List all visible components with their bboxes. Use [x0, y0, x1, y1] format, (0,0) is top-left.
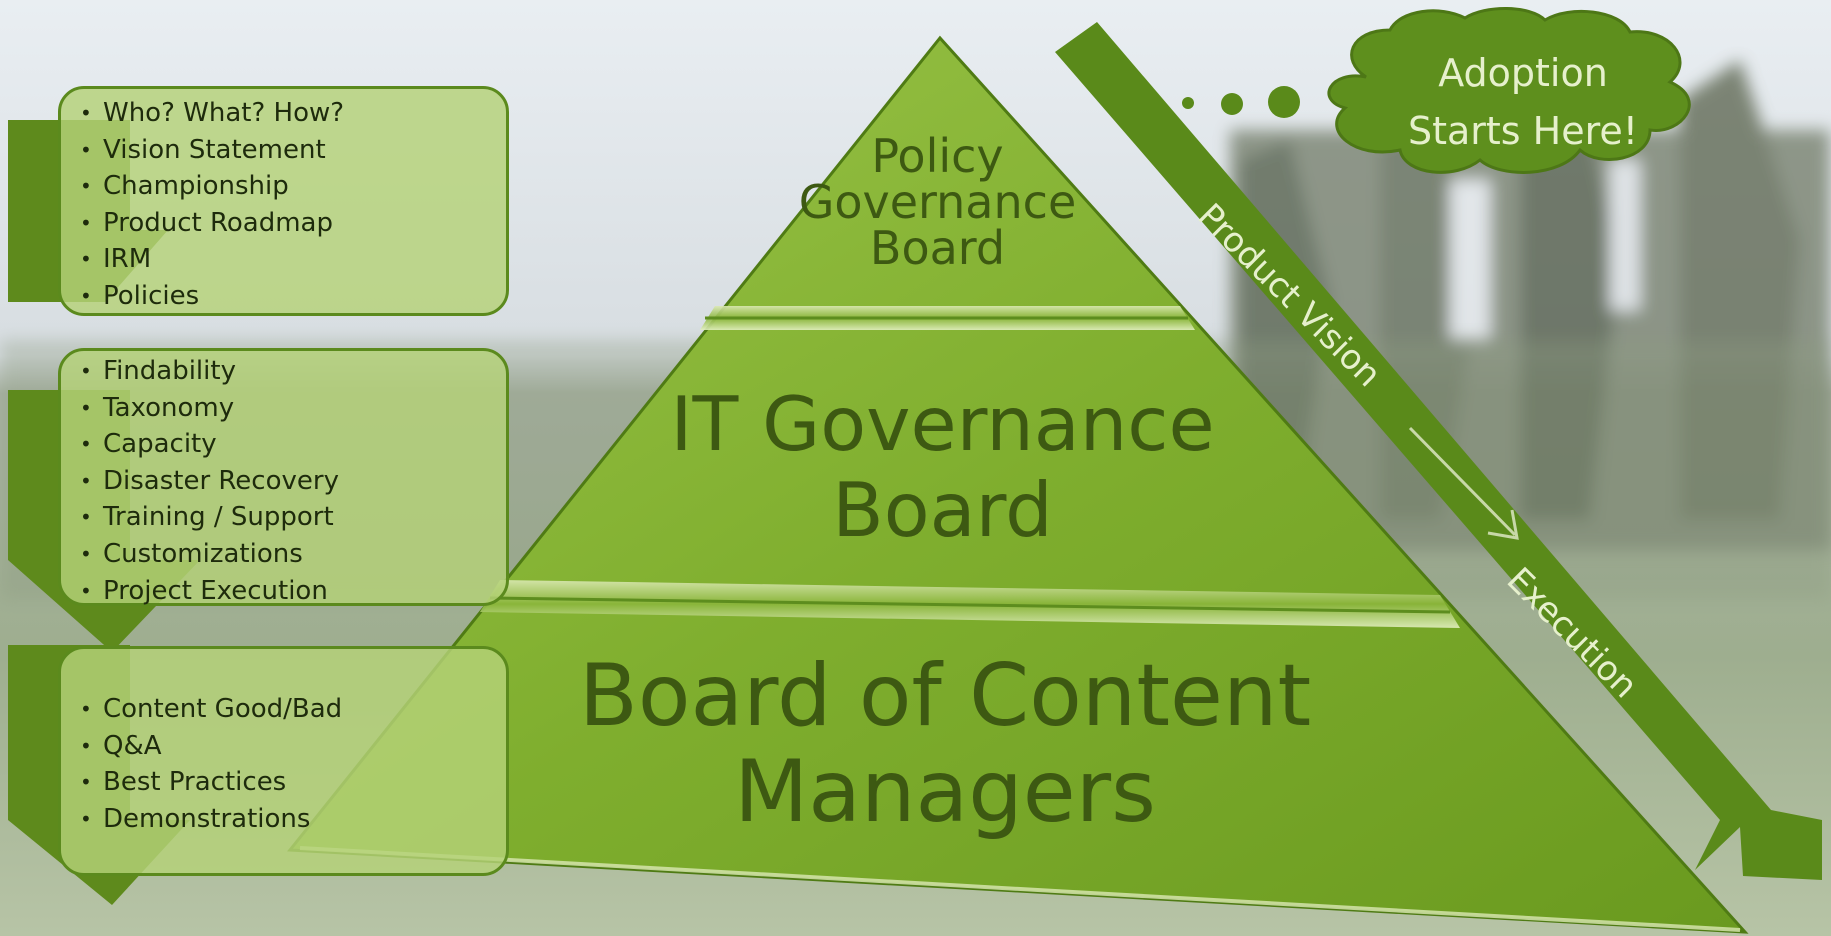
list-item: Disaster Recovery — [80, 463, 506, 500]
thought-dot-large — [1268, 86, 1300, 118]
list-item: Q&A — [80, 728, 506, 765]
cloud-line-2: Starts Here! — [1407, 109, 1639, 153]
thought-cloud-shape — [1327, 7, 1691, 174]
pyramid — [287, 35, 1749, 934]
list-item: Capacity — [80, 426, 506, 463]
list-item: Product Roadmap — [80, 205, 506, 242]
list-item: Findability — [80, 353, 506, 390]
pyramid-level-it-governance: IT Governance Board — [640, 381, 1245, 554]
list-item: Content Good/Bad — [80, 691, 506, 728]
callout-list-it: Findability Taxonomy Capacity Disaster R… — [61, 351, 506, 609]
pyramid-top-line-1: Policy — [871, 129, 1004, 183]
thought-bubble — [1182, 7, 1691, 174]
list-item: Demonstrations — [80, 801, 506, 838]
list-item: Policies — [80, 278, 506, 315]
callout-box-content: Content Good/Bad Q&A Best Practices Demo… — [58, 646, 509, 876]
thought-cloud-text: Adoption Starts Here! — [1370, 44, 1676, 160]
list-item: Championship — [80, 168, 506, 205]
callout-box-it: Findability Taxonomy Capacity Disaster R… — [58, 348, 509, 609]
pyramid-bottom-line-2: Managers — [734, 742, 1156, 843]
list-item: Vision Statement — [80, 132, 506, 169]
list-item: Taxonomy — [80, 390, 506, 427]
thought-dot-small — [1182, 97, 1194, 109]
small-arrow-line — [1408, 426, 1517, 537]
pyramid-top-line-3: Board — [869, 221, 1006, 275]
pyramid-bottom-line-1: Board of Content — [578, 646, 1312, 746]
small-arrow-head — [1487, 509, 1519, 540]
list-item: Training / Support — [80, 499, 506, 536]
callout-list-policy: Who? What? How? Vision Statement Champio… — [61, 89, 506, 315]
diagonal-arrow-shape — [1055, 22, 1822, 880]
thought-dot-medium — [1221, 93, 1243, 115]
cloud-line-1: Adoption — [1438, 51, 1608, 95]
list-item: Best Practices — [80, 764, 506, 801]
diagonal-arrow — [1055, 22, 1822, 880]
pyramid-middle-line-2: Board — [832, 466, 1053, 555]
list-item: IRM — [80, 241, 506, 278]
pyramid-level-content-managers: Board of Content Managers — [560, 648, 1330, 841]
callout-list-content: Content Good/Bad Q&A Best Practices Demo… — [61, 649, 506, 837]
pyramid-middle-line-1: IT Governance — [670, 380, 1215, 468]
list-item: Customizations — [80, 536, 506, 573]
callout-box-policy: Who? What? How? Vision Statement Champio… — [58, 86, 509, 316]
list-item: Who? What? How? — [80, 95, 506, 132]
list-item: Project Execution — [80, 573, 506, 610]
pyramid-top-line-2: Governance — [798, 175, 1077, 229]
pyramid-level-policy-governance: Policy Governance Board — [770, 133, 1105, 271]
pyramid-body — [287, 35, 1749, 934]
